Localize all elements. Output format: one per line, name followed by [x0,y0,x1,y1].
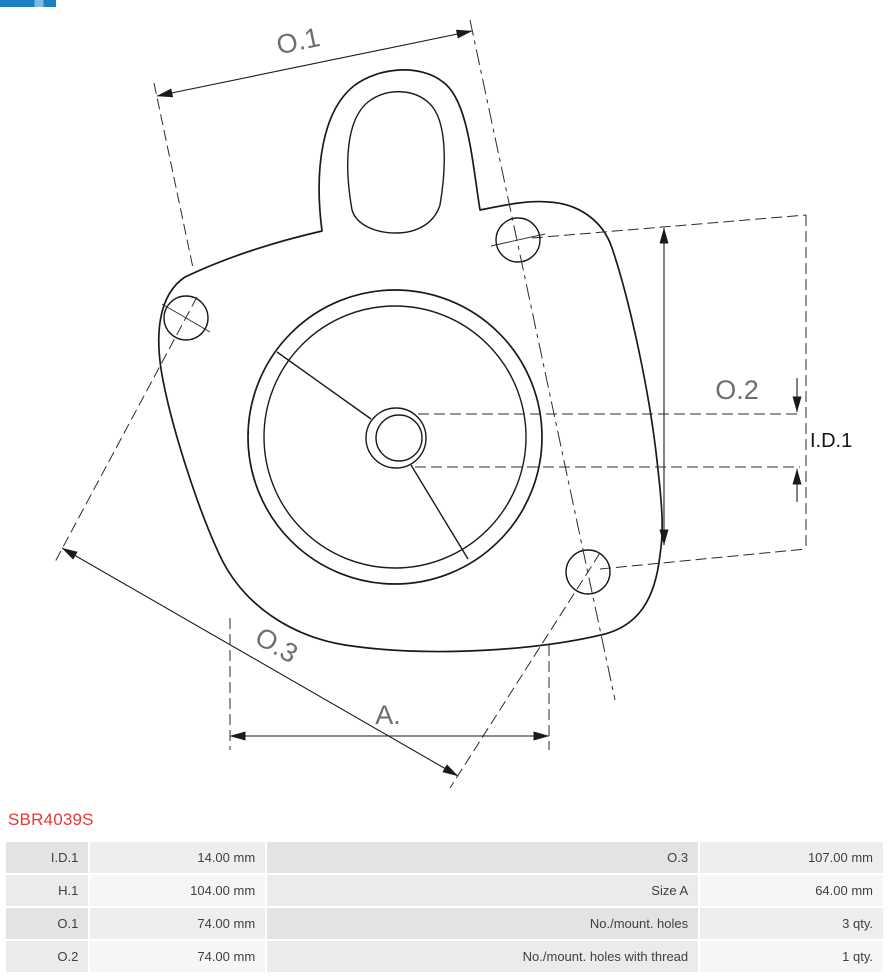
o3-label: O.3 [250,621,303,669]
center-mark-upper-right [490,233,546,247]
mount-hole-upper-left [163,295,209,341]
hub-inner-circle [375,414,423,462]
id1-label: I.D.1 [810,430,852,452]
bore-inner-circle [263,305,527,569]
o1-label: O.1 [274,22,323,60]
flange-body-outline [157,69,664,653]
spec-value: 74.00 mm [90,941,266,972]
o3-extension-upper-left [54,296,198,563]
part-number: SBR4039S [8,810,94,829]
spec-value: 64.00 mm [700,875,883,906]
table-row: I.D.1 14.00 mm O.3 107.00 mm [6,842,883,873]
spec-label: O.3 [267,842,699,873]
spec-label: O.2 [6,941,89,972]
hub-outer-circle [365,407,427,469]
o2-label: O.2 [715,375,759,405]
spec-value: 74.00 mm [90,908,266,939]
o2-extension-top [531,214,807,239]
bore-outer-circle [247,289,543,585]
spec-label: O.1 [6,908,89,939]
logo-fragment [0,0,56,7]
spec-label: Size A [267,875,699,906]
spec-value: 104.00 mm [90,875,266,906]
mount-hole-lower-right [565,549,611,595]
o1-dimension-line [156,29,473,98]
technical-drawing: O.1 O.2 I.D.1 O.3 A. [54,19,852,789]
o1-extension-right-through-holes [469,19,616,701]
spec-value: 14.00 mm [90,842,266,873]
mount-hole-upper-right [495,217,541,263]
spec-value: 1 qty. [700,941,883,972]
spec-label: H.1 [6,875,89,906]
spec-table: I.D.1 14.00 mm O.3 107.00 mm H.1 104.00 … [4,840,885,974]
o3-dimension-line [61,547,459,777]
spec-label: No./mount. holes with thread [267,941,699,972]
spec-value: 107.00 mm [700,842,883,873]
o2-extension-bottom [599,548,807,570]
spec-value: 3 qty. [700,908,883,939]
o3-extension-lower-right [449,552,601,789]
table-row: H.1 104.00 mm Size A 64.00 mm [6,875,883,906]
spec-label: I.D.1 [6,842,89,873]
a-label: A. [375,700,401,730]
spec-label: No./mount. holes [267,908,699,939]
table-row: O.2 74.00 mm No./mount. holes with threa… [6,941,883,972]
table-row: O.1 74.00 mm No./mount. holes 3 qty. [6,908,883,939]
o1-extension-left [153,82,194,269]
handle-cutout [347,91,445,234]
sector-line-upper [276,351,372,420]
sector-line-lower [410,464,469,560]
